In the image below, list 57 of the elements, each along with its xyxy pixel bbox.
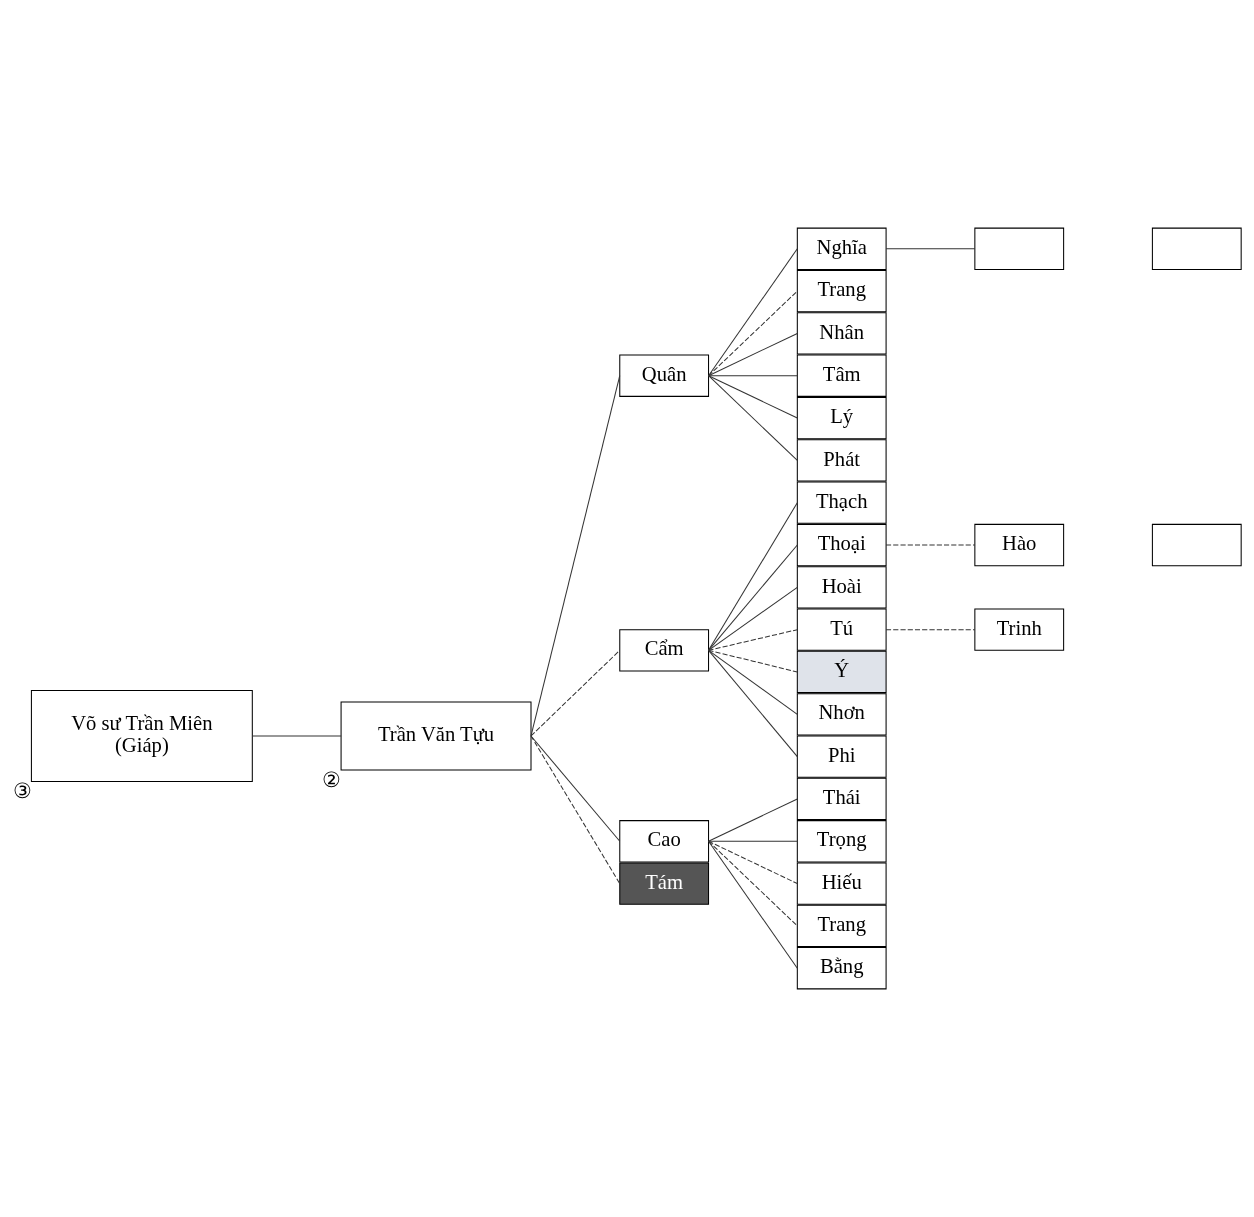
connector [708, 375, 798, 461]
connector [885, 248, 976, 250]
node-box: Hào [974, 523, 1065, 567]
node-label: ③ [12, 779, 32, 802]
node-box: Trọng [796, 820, 887, 863]
node-label: ② [322, 768, 342, 791]
node-box [1151, 227, 1242, 270]
node-box: Thoại [796, 523, 887, 567]
node-box: Trang [796, 269, 887, 313]
node-box: Trần Văn Tựu [340, 701, 532, 771]
connector [708, 649, 798, 758]
connector [708, 375, 798, 377]
node-box: Nghĩa [796, 227, 887, 270]
connector [708, 840, 798, 927]
connector [530, 735, 621, 842]
node-box: Phát [796, 439, 887, 482]
node-box: Hoài [796, 566, 887, 609]
connector [530, 375, 621, 737]
connector [708, 332, 798, 377]
connector [708, 649, 798, 715]
connector [708, 248, 798, 377]
node-box: Trang [796, 904, 887, 948]
connector [708, 840, 798, 885]
connector [530, 649, 621, 737]
node-box: Phi [796, 735, 887, 778]
node-box: Tú [796, 608, 887, 651]
node-box: Cao [619, 820, 710, 863]
node-box: Tâm [796, 354, 887, 397]
node-box: Võ sư Trần Miên (Giáp) [30, 690, 253, 782]
node-box [1151, 523, 1242, 567]
connector [708, 798, 798, 842]
connector [885, 544, 976, 546]
node-box: Trinh [974, 608, 1065, 651]
connector [530, 735, 621, 885]
connector [708, 544, 798, 651]
connector [708, 649, 798, 673]
node-box: Quân [619, 354, 710, 397]
node-box: Hiếu [796, 862, 887, 905]
connector [708, 375, 798, 419]
connector [708, 586, 798, 651]
connector [708, 840, 798, 969]
connector [251, 735, 342, 737]
node-box [974, 227, 1065, 270]
node-box: Nhơn [796, 693, 887, 736]
connector [708, 502, 798, 651]
node-box: Ý [796, 650, 887, 694]
node-box: Lý [796, 396, 887, 440]
node-box: Thái [796, 777, 887, 821]
node-box: Thạch [796, 481, 887, 524]
node-box: Tám [619, 862, 710, 905]
connector [708, 629, 798, 651]
connector [708, 290, 798, 377]
connector [708, 840, 798, 842]
node-box: Nhân [796, 312, 887, 355]
connector [885, 629, 976, 631]
node-box: Bằng [796, 947, 887, 990]
node-box: Cẩm [619, 629, 710, 672]
